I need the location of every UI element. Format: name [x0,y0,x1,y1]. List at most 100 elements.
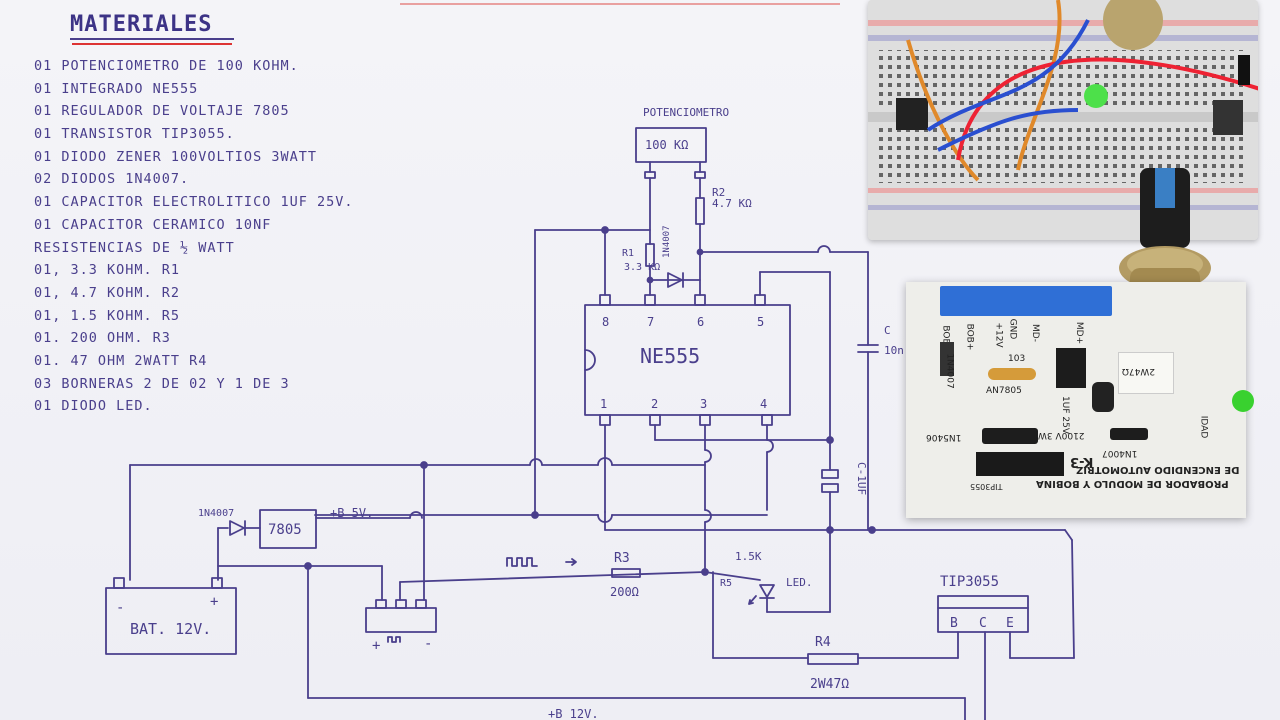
led-light-icon [748,595,757,605]
list-item: 01. 47 OHM 2WATT R4 [34,352,208,369]
cap-1uf-plate [821,469,839,479]
pin-number: 6 [697,315,704,329]
junction-dot [646,276,654,284]
ic-pin-4 [761,414,773,426]
pot-label: POTENCIOMETRO [643,106,729,119]
bat-plus: + [210,594,218,610]
list-item: 01, 3.3 KOHM. R1 [34,262,181,279]
r4-value: 2W47Ω [810,677,849,692]
pin-number: 2 [651,397,658,411]
pcb-cap-elec: 1UF 25V [1059,396,1070,434]
r5-value: 1.5K [735,550,762,563]
junction-dot [868,526,876,534]
list-item: 01 TRANSISTOR TIP3055. [34,126,235,143]
breadboard-photo [868,0,1258,240]
battery-terminal [113,577,125,589]
materials-list: 01 POTENCIOMETRO DE 100 KOHM. 01 INTEGRA… [34,58,454,421]
title-underline-red [72,43,232,45]
pin-number: 3 [700,397,707,411]
r3-value: 200Ω [610,585,639,599]
list-item: RESISTENCIAS DE ½ WATT [34,239,235,256]
zener-photo [982,428,1038,444]
ic-photo [1056,348,1086,388]
wire [399,571,706,583]
capacitor-photo [1092,382,1114,412]
pcb-terminal-label: MD+ [1074,321,1085,345]
resistor-r4 [807,653,859,665]
list-item: 01 DIODO ZENER 100VOLTIOS 3WATT [34,148,317,165]
tip-pin: E [1006,616,1014,631]
ic-pin-3 [699,414,711,426]
list-item: 02 DIODOS 1N4007. [34,171,190,188]
title-underline [70,38,234,40]
r5-name: R5 [720,578,732,589]
diode-label: 1N4007 [198,508,234,519]
arrow-icon [565,558,577,566]
pulse-symbol [387,636,401,643]
diode-symbol [229,520,245,536]
pcb-zener-type: 1N5406 [926,432,962,442]
resistor-r5 [704,571,761,581]
pcb-diode1: 1N4007 [944,353,955,389]
led-label: LED. [786,576,813,589]
tip-pin: C [979,616,987,631]
pcb-photo: BOB BOB+ GND +12V MD- MD+ 1N4007 103 AN7… [906,282,1254,518]
list-item: 03 BORNERAS 2 DE 02 Y 1 DE 3 [34,375,290,392]
r2-value: 4.7 KΩ [712,197,752,210]
resistor-r2 [695,197,705,225]
pin-number: 7 [647,315,654,329]
ic-pin-7 [644,294,656,306]
pcb-cap-code: 103 [1008,354,1026,364]
pot-value: 100 KΩ [645,138,688,152]
potentiometer-box [635,127,707,163]
cap-c-label: C [884,324,891,337]
pcb-side-label: IDAD [1198,415,1209,439]
v5-label: +B 5V. [330,506,373,520]
ic-notch [584,349,596,371]
pcb-terminal-label: +12V [993,322,1004,348]
r2-name: R2 [712,186,725,199]
ic-pin-6 [694,294,706,306]
diode-photo [940,342,954,376]
wire-crossover [597,457,613,466]
tip-label: TIP3055 [940,574,999,590]
terminal-pin [395,599,407,609]
resistor-photo [988,368,1036,380]
list-item: 01. 200 OHM. R3 [34,330,171,347]
conn-minus: - [424,636,432,652]
list-item: 01 CAPACITOR ELECTROLITICO 1UF 25V. [34,194,354,211]
diode-symbol [667,272,683,288]
wire [1071,539,1075,659]
list-item: 01 CAPACITOR CERAMICO 10NF [34,216,272,233]
pcb-reg: AN7805 [986,386,1022,396]
breadboard-illustration [868,0,1258,240]
list-item: 01 REGULADOR DE VOLTAJE 7805 [34,103,290,120]
pcb-terminal-label: MD- [1029,324,1040,342]
wire-crossover [817,245,831,253]
pcb-transistor: TIP3055 [970,482,1003,491]
pcb-line2: DE ENCENDIDO AUTOMOTRIZ [1076,464,1240,475]
pin-number: 8 [602,315,609,329]
transistor-photo [976,452,1064,476]
pulse-symbol [506,557,538,567]
ic-pin-2 [649,414,661,426]
pcb-diode2: 1N4007 [1102,448,1138,458]
top-margin-line [400,3,840,5]
r3-name: R3 [614,551,630,566]
list-item: 01 DIODO LED. [34,398,153,415]
r1-name: R1 [622,248,634,259]
battery-terminal [211,577,223,589]
diode2-photo [1110,428,1148,440]
pin-number: 5 [757,315,764,329]
resistor-r3 [611,568,641,578]
list-item: 01, 4.7 KOHM. R2 [34,284,181,301]
ic-pin-5 [754,294,766,306]
regulator-7805 [259,509,317,549]
pin-number: 4 [760,397,767,411]
cap-1uf-label: C-1UF [855,462,868,495]
wire-crossover [766,439,774,453]
led-photo [1232,390,1254,412]
list-item: 01 POTENCIOMETRO DE 100 KOHM. [34,58,299,74]
reg-label: 7805 [268,522,302,538]
